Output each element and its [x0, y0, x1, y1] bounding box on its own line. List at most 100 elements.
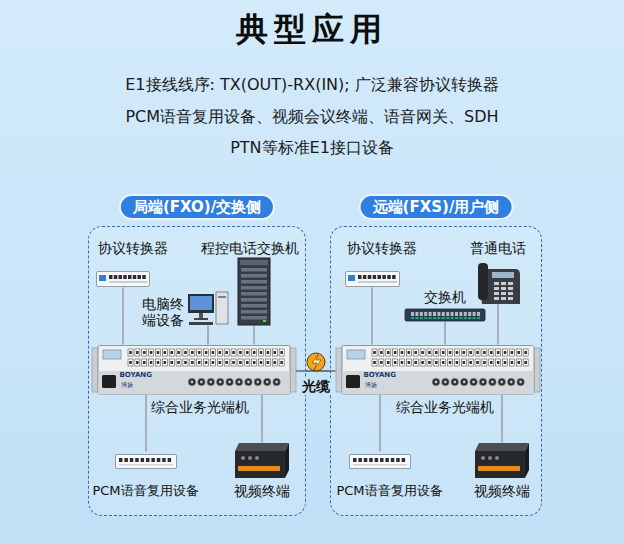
device-part [182, 359, 187, 366]
device-part [450, 317, 453, 318]
device-part [265, 349, 270, 356]
device-part [494, 282, 499, 285]
device-part [217, 349, 222, 356]
device-part [463, 317, 466, 318]
device-label: 综合业务光端机 [151, 399, 249, 416]
device-label: 程控电话交换机 [201, 240, 299, 257]
video-terminal: 视频终端 [475, 443, 529, 478]
bnc-port [263, 378, 271, 386]
device-part [380, 351, 383, 354]
device-label: 视频终端 [474, 483, 530, 500]
device-part [411, 317, 414, 318]
intro-line: E1接线线序: TX(OUT)-RX(IN); 广泛兼容协议转换器 [0, 75, 624, 94]
device-part [182, 349, 187, 356]
device-part [190, 296, 212, 310]
bnc-pin [237, 380, 240, 383]
device-part [428, 317, 431, 318]
device-part [508, 292, 513, 295]
device-part [280, 351, 283, 354]
bnc-port [272, 378, 280, 386]
device-part [496, 361, 499, 364]
bnc-port [479, 378, 487, 386]
bnc-pin [472, 380, 475, 383]
bnc-port [469, 378, 477, 386]
device-part [203, 349, 208, 356]
device-part [245, 361, 248, 364]
device-part [163, 351, 166, 354]
device-part [129, 458, 133, 462]
device-part [345, 271, 399, 286]
device-part [378, 359, 383, 366]
device-label: 综合业务光端机 [396, 399, 494, 416]
bnc-pin [509, 380, 512, 383]
device-part [372, 349, 377, 356]
device-part [501, 287, 506, 290]
device-part [407, 361, 410, 364]
device-part [478, 466, 520, 471]
device-part [488, 349, 493, 356]
device-part [440, 349, 445, 356]
bnc-port [451, 378, 459, 386]
device-part [199, 313, 203, 318]
device-part [468, 317, 471, 318]
device-part [400, 351, 403, 354]
device-part [134, 359, 139, 366]
device-part [177, 361, 180, 364]
zone-header: 局端(FXO)/交换侧 [119, 194, 275, 220]
device-part [142, 351, 145, 354]
brand-mark: 博扬 [365, 382, 377, 388]
device-picture [475, 443, 529, 478]
device-part [196, 349, 201, 356]
bnc-port [460, 378, 468, 386]
device-part [421, 361, 424, 364]
device-part [459, 312, 462, 316]
device-part [162, 458, 166, 462]
device-part [163, 361, 166, 364]
device-part [414, 361, 417, 364]
device-part [353, 464, 407, 466]
device-part [523, 359, 528, 366]
device-part [433, 312, 436, 316]
device-part [386, 361, 389, 364]
device-knob [255, 456, 259, 460]
device-part [191, 361, 194, 364]
device-part [231, 359, 236, 366]
device-part [218, 296, 226, 298]
device-part [177, 351, 180, 354]
device-part [494, 292, 499, 295]
device-part [148, 349, 153, 356]
device-part [244, 349, 249, 356]
zone-header: 远端(FXS)/用户侧 [359, 194, 514, 220]
device-part [501, 297, 506, 300]
device-part [197, 361, 200, 364]
device-part [118, 275, 122, 279]
device-part [415, 317, 418, 318]
device-part [216, 292, 228, 324]
device-part [98, 371, 289, 395]
bnc-pin [275, 380, 278, 383]
device-part [433, 317, 436, 318]
device-part [426, 349, 431, 356]
device-part [156, 458, 160, 462]
device-part [373, 361, 376, 364]
device-part [448, 361, 451, 364]
device-part [374, 458, 378, 462]
device-part [476, 361, 479, 364]
device-part [203, 359, 208, 366]
device-part [252, 351, 255, 354]
device-part [135, 458, 139, 462]
device-part [386, 351, 389, 354]
device-part [440, 359, 445, 366]
fiber-icon [307, 353, 325, 371]
bnc-pin [519, 380, 522, 383]
device-part [524, 351, 527, 354]
device-label: 交换机 [424, 289, 466, 306]
device-part [380, 458, 384, 462]
device-label: PCM语音复用设备 [92, 483, 198, 499]
bnc-pin [218, 380, 221, 383]
device-part [142, 275, 146, 279]
device-knob [495, 456, 499, 460]
device-part [385, 359, 390, 366]
device-part [424, 312, 427, 316]
device-part [155, 349, 160, 356]
